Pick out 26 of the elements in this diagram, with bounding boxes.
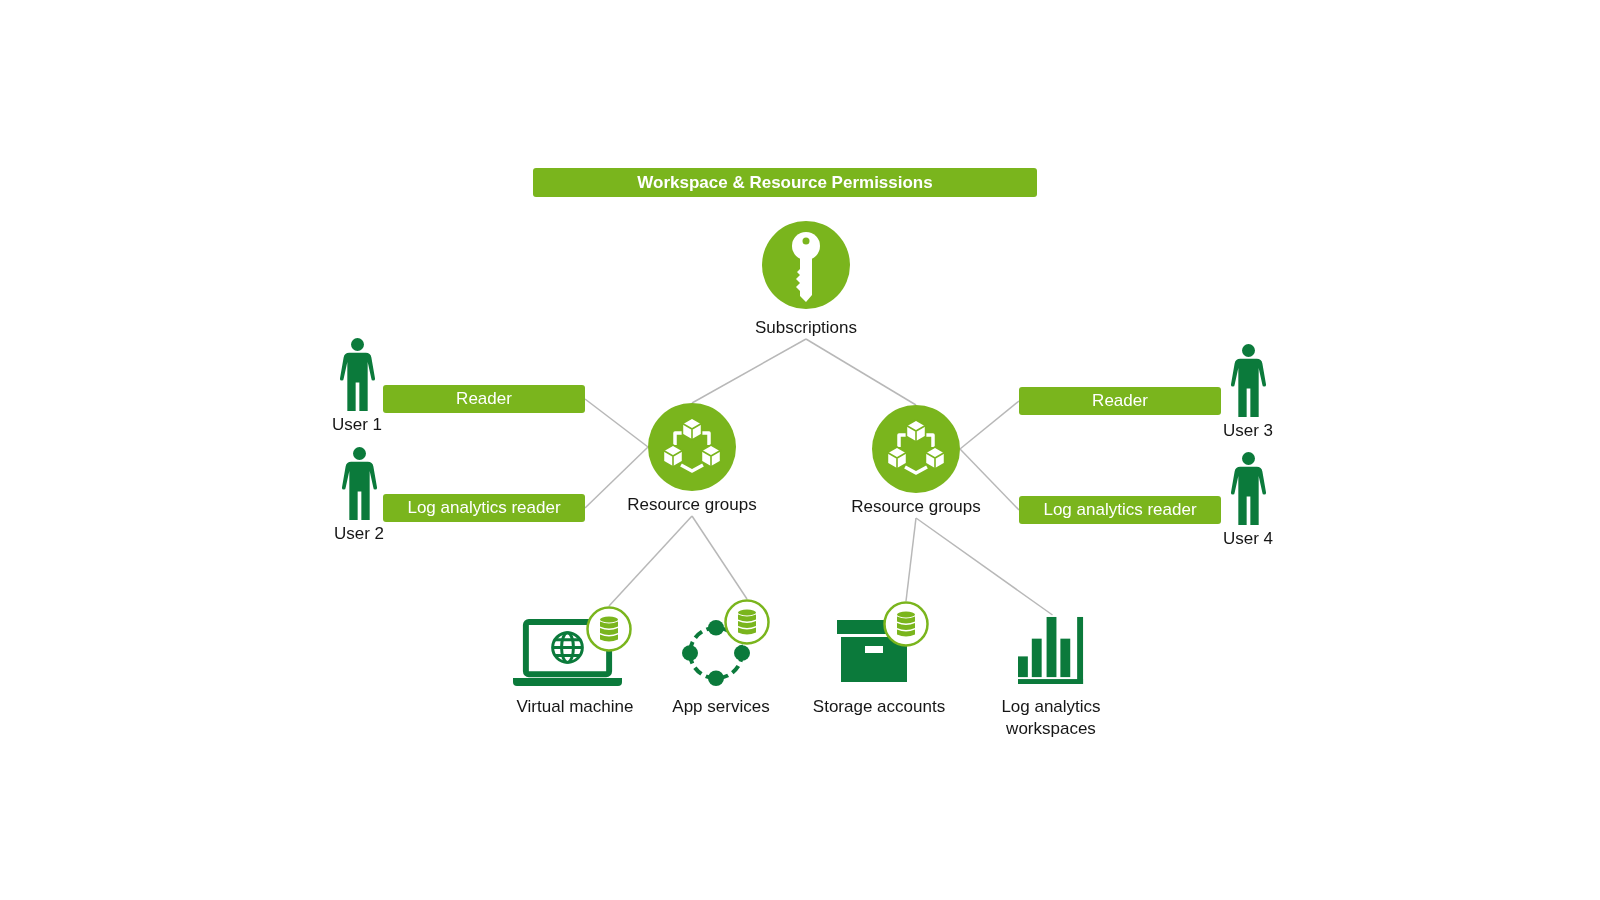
connector-line <box>584 398 649 448</box>
connector-line <box>608 515 693 607</box>
node-label: Resource groups <box>851 496 981 518</box>
connector-line <box>805 338 917 406</box>
node-label: User 2 <box>333 523 385 545</box>
node-label: Resource groups <box>627 494 757 516</box>
role-tag: Log analytics reader <box>1019 496 1221 524</box>
connector-line <box>959 400 1020 450</box>
node-label: App services <box>672 696 770 718</box>
role-tag: Log analytics reader <box>383 494 585 522</box>
connector-line <box>959 448 1020 511</box>
connector-line <box>584 446 649 509</box>
connector-line <box>915 517 1054 616</box>
node-label: Subscriptions <box>754 317 858 339</box>
role-tag: Reader <box>383 385 585 413</box>
node-label: User 1 <box>331 414 383 436</box>
node-label: User 4 <box>1222 528 1274 550</box>
role-tag: Reader <box>1019 387 1221 415</box>
connector-line <box>905 517 917 602</box>
node-label: Log analytics workspaces <box>1000 696 1102 740</box>
title-banner: Workspace & Resource Permissions <box>533 168 1037 197</box>
node-label: Virtual machine <box>516 696 634 718</box>
node-label: User 3 <box>1222 420 1274 442</box>
node-label: Storage accounts <box>812 696 946 718</box>
connector-line <box>691 515 748 600</box>
connector-line <box>691 338 807 404</box>
